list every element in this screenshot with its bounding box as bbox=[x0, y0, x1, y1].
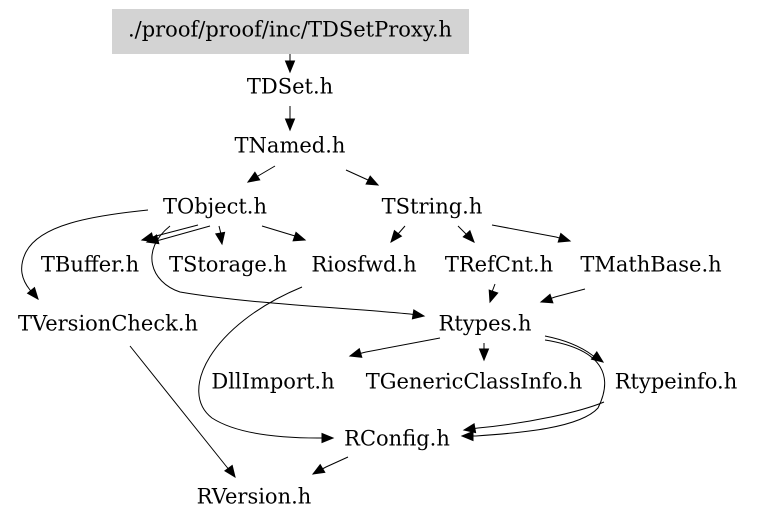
arrowhead bbox=[214, 231, 226, 246]
arrowhead bbox=[321, 432, 335, 444]
node-tnamed[interactable]: TNamed.h bbox=[235, 134, 346, 158]
edge-tnamed-to-tstring bbox=[345, 169, 380, 186]
edge-tobject-to-tstorage bbox=[214, 225, 226, 246]
node-label: TGenericClassInfo.h bbox=[366, 370, 583, 394]
edge-tstring-to-tmathbase bbox=[491, 224, 572, 243]
arrowhead bbox=[246, 171, 261, 183]
edge-line bbox=[462, 339, 605, 437]
edge-tdset-to-tnamed bbox=[284, 106, 296, 132]
arrowhead bbox=[224, 464, 236, 479]
node-rtypes[interactable]: Rtypes.h bbox=[439, 312, 532, 336]
edge-rconfig-to-rversion bbox=[311, 456, 349, 475]
node-label: TObject.h bbox=[163, 195, 267, 219]
arrowhead bbox=[390, 229, 403, 244]
edge-tstring-to-riosfwd bbox=[390, 225, 406, 244]
arrowhead bbox=[557, 232, 572, 243]
node-label: TNamed.h bbox=[235, 134, 346, 158]
edge-line bbox=[21, 209, 149, 300]
arrowhead bbox=[539, 293, 554, 304]
edge-trefcnt-to-rtypes bbox=[488, 283, 499, 304]
node-dllimport[interactable]: DllImport.h bbox=[211, 370, 334, 394]
arrowhead bbox=[460, 430, 474, 442]
arrowhead bbox=[590, 351, 605, 363]
edge-line bbox=[544, 335, 604, 363]
edge-line bbox=[491, 224, 571, 242]
edge-line bbox=[198, 286, 333, 439]
arrowhead bbox=[26, 286, 39, 301]
node-label: TString.h bbox=[382, 195, 483, 219]
node-rtypeinfo[interactable]: Rtypeinfo.h bbox=[615, 370, 737, 394]
edge-line bbox=[129, 345, 236, 478]
edge-rtypes-to-dllimport bbox=[348, 337, 441, 358]
edge-rtypes-to-tgenericclassinfo bbox=[478, 343, 490, 362]
arrowhead bbox=[284, 60, 296, 74]
edges-layer bbox=[21, 54, 605, 479]
arrowhead bbox=[488, 289, 499, 304]
arrowhead bbox=[462, 229, 475, 243]
node-tbuffer[interactable]: TBuffer.h bbox=[41, 253, 139, 277]
node-label: TDSet.h bbox=[247, 75, 333, 99]
arrowhead bbox=[411, 309, 426, 320]
node-label: Rtypes.h bbox=[439, 312, 532, 336]
nodes-layer: ./proof/proof/inc/TDSetProxy.hTDSet.hTNa… bbox=[18, 9, 737, 509]
node-label: TVersionCheck.h bbox=[18, 312, 198, 336]
edge-line bbox=[349, 337, 441, 357]
node-highlight-box bbox=[112, 9, 469, 54]
edge-tstring-to-trefcnt bbox=[457, 225, 475, 243]
edge-tnamed-to-tobject bbox=[246, 165, 276, 183]
node-tdset[interactable]: TDSet.h bbox=[247, 75, 333, 99]
node-rversion[interactable]: RVersion.h bbox=[197, 485, 312, 509]
node-label: Rtypeinfo.h bbox=[615, 370, 737, 394]
arrowhead bbox=[365, 175, 380, 186]
node-tdsetproxy[interactable]: ./proof/proof/inc/TDSetProxy.h bbox=[112, 9, 469, 54]
node-tobject[interactable]: TObject.h bbox=[163, 195, 267, 219]
edge-rtypeinfo-to-rconfig bbox=[462, 401, 605, 434]
node-label: TStorage.h bbox=[169, 253, 287, 277]
arrowhead bbox=[348, 347, 363, 358]
node-label: TRefCnt.h bbox=[445, 253, 553, 277]
arrowhead bbox=[292, 231, 307, 242]
edge-line bbox=[151, 225, 425, 317]
node-label: ./proof/proof/inc/TDSetProxy.h bbox=[128, 18, 452, 42]
node-rconfig[interactable]: RConfig.h bbox=[344, 427, 450, 451]
arrowhead bbox=[284, 118, 296, 132]
edge-rtypes-to-rconfig bbox=[460, 339, 605, 442]
node-label: DllImport.h bbox=[211, 370, 334, 394]
arrowhead bbox=[311, 463, 326, 475]
edge-riosfwd-to-rconfig bbox=[198, 286, 335, 444]
arrowhead bbox=[462, 422, 477, 434]
node-label: TMathBase.h bbox=[580, 253, 721, 277]
arrowhead bbox=[478, 348, 490, 362]
node-label: Riosfwd.h bbox=[311, 253, 416, 277]
edge-line bbox=[463, 401, 605, 431]
edge-tmathbase-to-rtypes bbox=[539, 288, 586, 304]
node-tstorage[interactable]: TStorage.h bbox=[169, 253, 287, 277]
edge-tversioncheck-to-rversion bbox=[129, 345, 236, 479]
node-tgenericclassinfo[interactable]: TGenericClassInfo.h bbox=[366, 370, 583, 394]
node-tmathbase[interactable]: TMathBase.h bbox=[580, 253, 721, 277]
node-trefcnt[interactable]: TRefCnt.h bbox=[445, 253, 553, 277]
edge-tdsetproxy-to-tdset bbox=[284, 54, 296, 74]
edge-tobject-to-rtypes bbox=[151, 225, 426, 320]
node-label: RVersion.h bbox=[197, 485, 312, 509]
node-label: RConfig.h bbox=[344, 427, 450, 451]
edge-rtypes-to-rtypeinfo bbox=[544, 335, 605, 363]
node-riosfwd[interactable]: Riosfwd.h bbox=[311, 253, 416, 277]
edge-tobject-to-tversioncheck bbox=[21, 209, 149, 301]
node-tversioncheck[interactable]: TVersionCheck.h bbox=[18, 312, 198, 336]
node-label: TBuffer.h bbox=[41, 253, 139, 277]
node-tstring[interactable]: TString.h bbox=[382, 195, 483, 219]
edge-tobject-to-riosfwd bbox=[261, 225, 307, 242]
